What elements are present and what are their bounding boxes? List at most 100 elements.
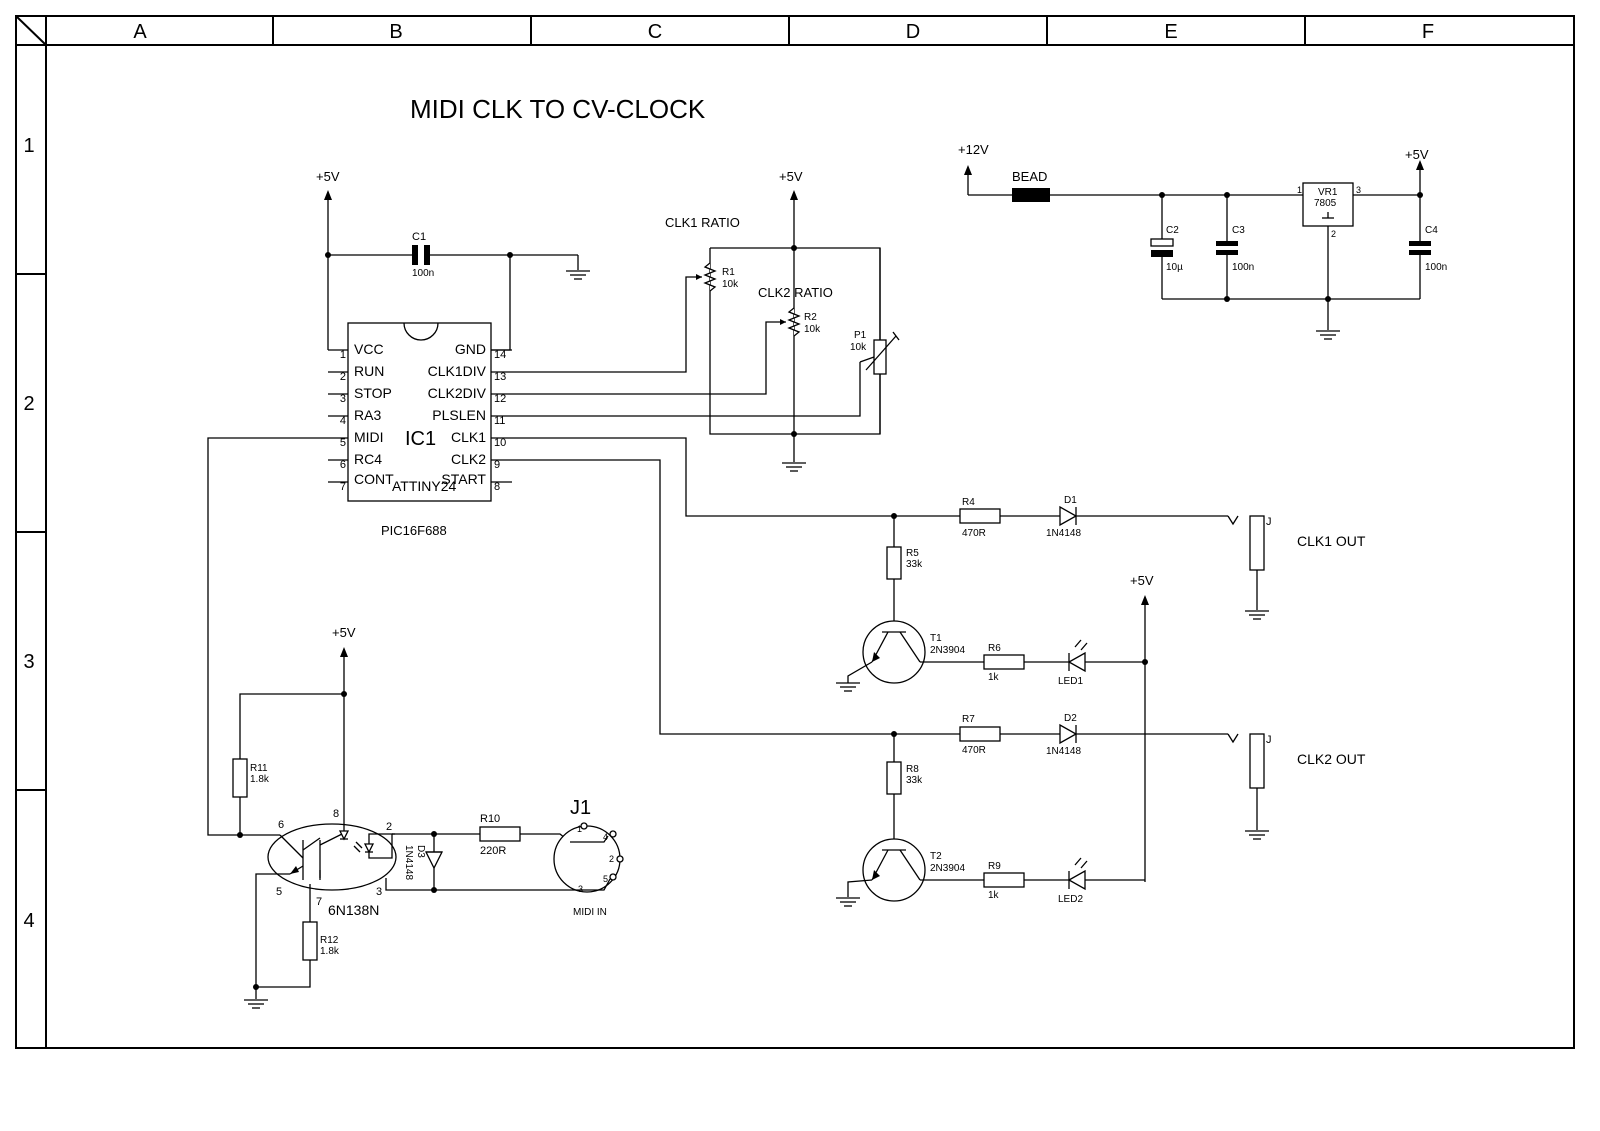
j1-pin: 5: [603, 874, 608, 884]
ferrite-bead: [1012, 188, 1050, 202]
p1-value: 10k: [850, 342, 867, 353]
r10-ref: R10: [480, 813, 500, 825]
rail-label-plus5v: +5V: [316, 169, 340, 184]
ic1-pin-name: VCC: [354, 341, 384, 357]
r4-value: 470R: [962, 528, 986, 539]
r7-body: [959, 726, 1001, 742]
drawing-frame: [15, 15, 1575, 1049]
column-labels: A B C D E F: [133, 21, 1434, 43]
row-labels: 1 2 3 4: [23, 135, 34, 932]
d1-value: 1N4148: [1046, 528, 1081, 539]
ic1-chip: VCC RUN STOP RA3 MIDI RC4 CONT GND CLK1D…: [328, 322, 512, 538]
r2-value: 10k: [804, 324, 821, 335]
optocoupler-6n138: [267, 823, 397, 891]
d2-value: 1N4148: [1046, 746, 1081, 757]
midi-input-net: [207, 437, 624, 1009]
ic1-pin-number: 7: [340, 481, 346, 493]
j1-ref: J1: [570, 797, 591, 819]
ic1-pin-name: CLK1: [451, 429, 486, 445]
t1-ref: T1: [930, 633, 942, 644]
r2-label: CLK2 RATIO: [758, 285, 833, 300]
led-supply-net: [1141, 595, 1149, 882]
r10-body: [479, 826, 521, 842]
t1-value: 2N3904: [930, 645, 965, 656]
r6-value: 1k: [988, 672, 1000, 683]
r11-body: [232, 758, 248, 798]
vr1-pin: 3: [1356, 185, 1361, 195]
j1-label: MIDI IN: [573, 907, 607, 918]
rail-label-plus5v: +5V: [1130, 573, 1154, 588]
column-label: C: [648, 21, 662, 43]
c3-ref: C3: [1232, 225, 1245, 236]
ic1-pin-number: 13: [494, 371, 506, 383]
opto-pin: 7: [316, 896, 322, 908]
r1-value: 10k: [722, 279, 739, 290]
ic1-pin-number: 12: [494, 393, 506, 405]
t2-ref: T2: [930, 851, 942, 862]
clk2-jack-ref: J: [1266, 734, 1272, 746]
ic1-pin-name: GND: [455, 341, 486, 357]
power-supply-net: [964, 160, 1431, 340]
ic1-pin-number: 4: [340, 415, 346, 427]
ic1-pin-number: 9: [494, 459, 500, 471]
r1-label: CLK1 RATIO: [665, 215, 740, 230]
clk1-jack-ref: J: [1266, 516, 1272, 528]
r7-value: 470R: [962, 745, 986, 756]
opto-pin: 5: [276, 886, 282, 898]
c4-value: 100n: [1425, 262, 1447, 273]
voltage-regulator: [1302, 182, 1354, 227]
ic1-pin-number: 6: [340, 459, 346, 471]
row-label: 4: [23, 910, 34, 932]
d2-ref: D2: [1064, 713, 1077, 724]
r7-ref: R7: [962, 714, 975, 725]
r9-ref: R9: [988, 861, 1001, 872]
ic1-pin-name: CONT: [354, 471, 394, 487]
c1-ref: C1: [412, 231, 426, 243]
r11-value: 1.8k: [250, 774, 270, 785]
rail-label-plus5v: +5V: [332, 625, 356, 640]
p1-ref: P1: [854, 330, 867, 341]
ic1-pin-number: 3: [340, 393, 346, 405]
opto-pin: 8: [333, 808, 339, 820]
r5-body: [886, 546, 902, 580]
ic1-pin-name: RA3: [354, 407, 381, 423]
ic1-pin-name: RC4: [354, 451, 382, 467]
opto-pin: 2: [386, 821, 392, 833]
ic1-pin-name: START: [441, 471, 486, 487]
vr1-value: 7805: [1314, 198, 1337, 209]
r9-body: [983, 872, 1025, 888]
r2-ref: R2: [804, 312, 817, 323]
opto-pin: 6: [278, 819, 284, 831]
t2-value: 2N3904: [930, 863, 965, 874]
ic1-pin-name: CLK1DIV: [428, 363, 487, 379]
column-label: B: [389, 21, 402, 43]
ic1-pin-number: 10: [494, 437, 506, 449]
vr1-pin: 1: [1297, 185, 1302, 195]
clk1-out-label: CLK1 OUT: [1297, 533, 1366, 549]
clk1-jack: [1249, 515, 1265, 571]
rail-label-plus5v: +5V: [779, 169, 803, 184]
r10-value: 220R: [480, 845, 506, 857]
ground-symbol: [566, 255, 590, 280]
ic1-pin-name: PLSLEN: [432, 407, 486, 423]
column-label: F: [1422, 21, 1434, 43]
opto-part: 6N138N: [328, 902, 379, 918]
r8-ref: R8: [906, 764, 919, 775]
r6-ref: R6: [988, 643, 1001, 654]
column-label: A: [133, 21, 147, 43]
r8-value: 33k: [906, 775, 923, 786]
rail-label-plus5v: +5V: [1405, 147, 1429, 162]
row-label: 1: [23, 135, 34, 157]
led2-ref: LED2: [1058, 894, 1083, 905]
ratio-pot-network: [512, 190, 900, 472]
clk2-output-net: [512, 459, 1269, 907]
opto-pin: 3: [376, 886, 382, 898]
r5-ref: R5: [906, 548, 919, 559]
ic1-alt-part: PIC16F688: [381, 523, 447, 538]
j1-pin: 4: [603, 832, 608, 842]
r1-ref: R1: [722, 267, 735, 278]
r11-ref: R11: [250, 763, 268, 774]
c1-value: 100n: [412, 268, 434, 279]
c2-ref: C2: [1166, 225, 1179, 236]
